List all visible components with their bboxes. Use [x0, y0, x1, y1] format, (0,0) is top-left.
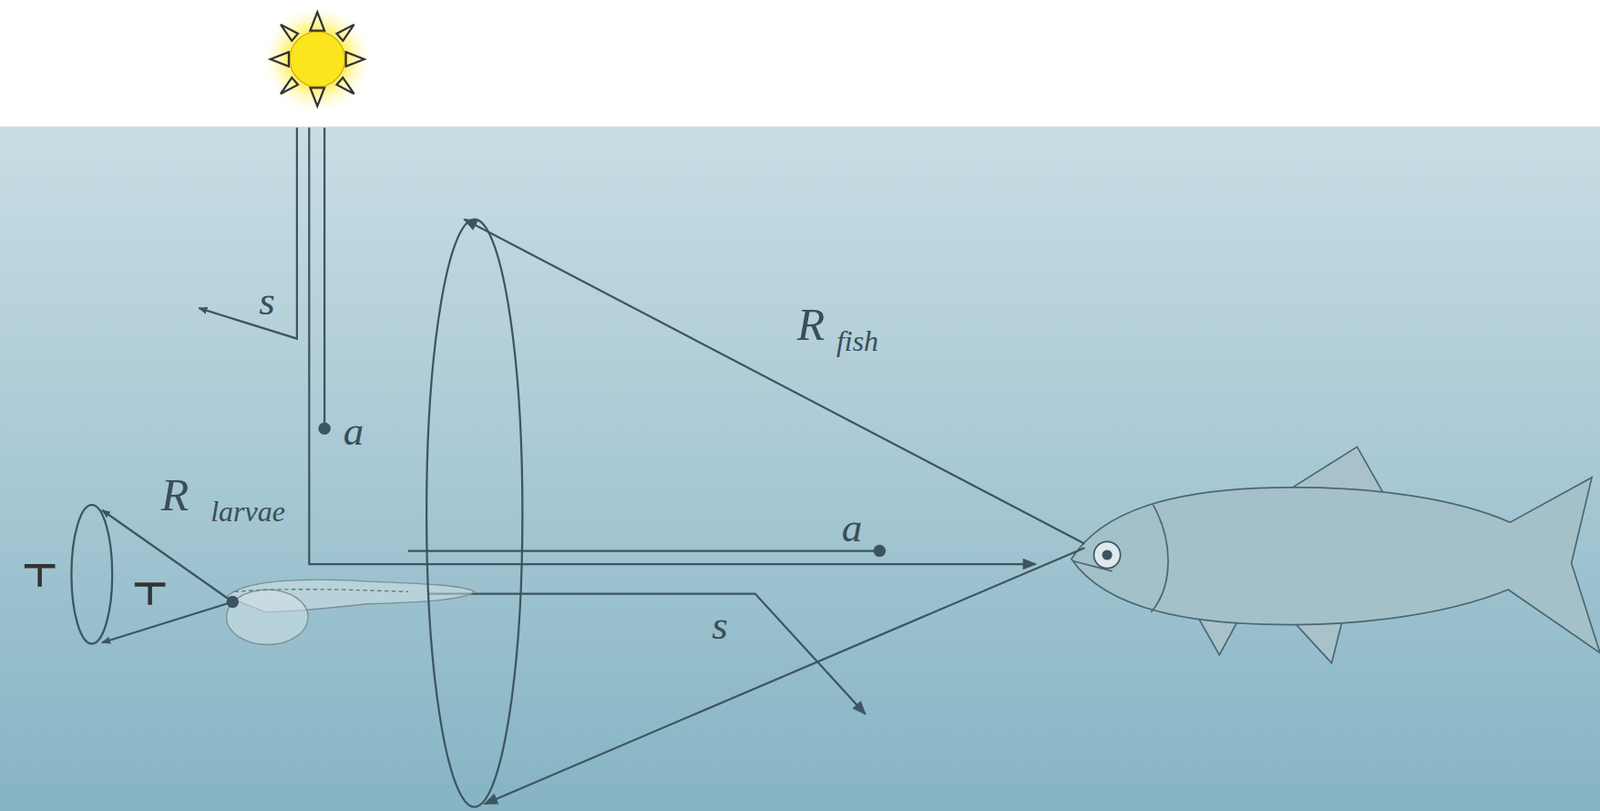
range-symbol: R	[797, 301, 826, 348]
larva	[226, 579, 475, 645]
absorption-label: a	[343, 410, 365, 452]
scatter-label: s	[258, 280, 276, 322]
absorption-dot	[873, 544, 886, 557]
absorption-dot	[317, 421, 330, 434]
range-subscript: fish	[836, 326, 879, 356]
fish-visual-cone	[426, 219, 1085, 808]
absorption-label: a	[841, 507, 863, 549]
fish	[1071, 446, 1600, 663]
sun	[261, 2, 374, 115]
water	[0, 126, 1600, 811]
light-rays	[198, 127, 1036, 715]
scatter-label: s	[711, 605, 729, 647]
larva-visual-cone	[71, 504, 233, 644]
range-subscript: larvae	[210, 496, 286, 526]
contrast-threshold-symbol	[24, 565, 166, 606]
range-symbol: R	[161, 471, 190, 518]
